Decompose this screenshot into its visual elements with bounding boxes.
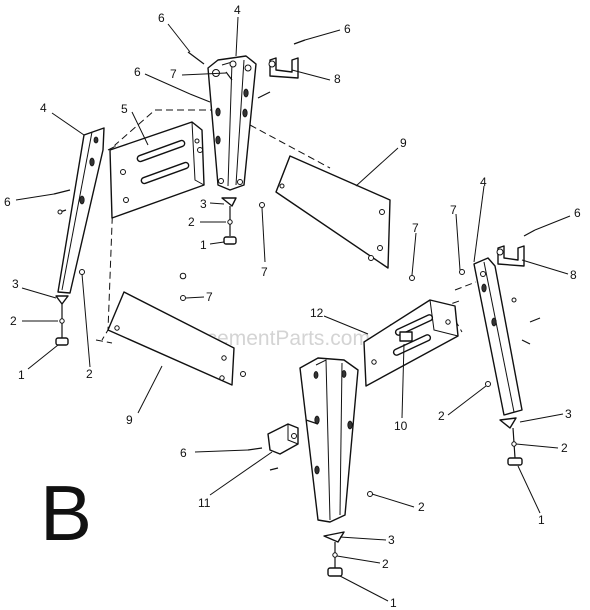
- callout-7: 7: [170, 67, 177, 81]
- callout-7: 7: [412, 221, 419, 235]
- foot-assembly-right: [499, 417, 523, 466]
- clip-8-top: [268, 57, 299, 79]
- callout-7: 7: [261, 265, 268, 279]
- callout-7: 7: [450, 203, 457, 217]
- callout-5: 5: [121, 102, 128, 116]
- callout-6: 6: [574, 206, 581, 220]
- bracket-12: [363, 299, 459, 387]
- fasteners: [53, 39, 541, 497]
- callout-7: 7: [206, 290, 213, 304]
- callout-11: 11: [198, 496, 211, 510]
- callout-3: 3: [388, 533, 395, 547]
- callout-6: 6: [344, 22, 351, 36]
- callout-3: 3: [565, 407, 572, 421]
- callout-6: 6: [4, 195, 11, 209]
- callout-2: 2: [561, 441, 568, 455]
- callout-numbers: 6 4 6 8 6 7 4 5 6 3 2 1 7 9 3 2 1 2 7 9 …: [4, 3, 581, 610]
- leg-bottom-center: [299, 357, 359, 523]
- panel-9-upper: [275, 155, 391, 269]
- callout-6: 6: [180, 446, 187, 460]
- callout-9: 9: [126, 413, 133, 427]
- clip-11: [267, 423, 299, 455]
- callout-4: 4: [234, 3, 241, 17]
- clip-8-right: [496, 245, 525, 267]
- leg-top-left: [57, 127, 105, 294]
- callout-8: 8: [334, 72, 341, 86]
- leg-right: [473, 257, 523, 416]
- callout-3: 3: [200, 197, 207, 211]
- callout-2: 2: [10, 314, 17, 328]
- foot-assembly-top: [221, 197, 237, 245]
- callout-1: 1: [200, 238, 207, 252]
- callout-6: 6: [158, 11, 165, 25]
- callout-2: 2: [418, 500, 425, 514]
- callout-1: 1: [18, 368, 25, 382]
- callout-1: 1: [538, 513, 545, 527]
- callout-10: 10: [394, 419, 408, 433]
- callout-9: 9: [400, 136, 407, 150]
- callout-1: 1: [390, 596, 397, 610]
- callout-3: 3: [12, 277, 19, 291]
- leg-top-center: [207, 55, 257, 191]
- callout-2: 2: [382, 557, 389, 571]
- callout-4: 4: [40, 101, 47, 115]
- callout-2: 2: [86, 367, 93, 381]
- callout-6: 6: [134, 65, 141, 79]
- foot-assembly-bottom: [323, 531, 345, 577]
- callout-8: 8: [570, 268, 577, 282]
- callout-12: 12: [310, 306, 324, 320]
- foot-assembly-left: [55, 295, 69, 346]
- callout-2: 2: [188, 215, 195, 229]
- section-letter: B: [40, 469, 92, 557]
- leader-lines: [15, 16, 571, 602]
- bracket-5: [109, 121, 205, 219]
- panel-9-lower: [107, 291, 235, 386]
- callout-4: 4: [480, 175, 487, 189]
- callout-2: 2: [438, 409, 445, 423]
